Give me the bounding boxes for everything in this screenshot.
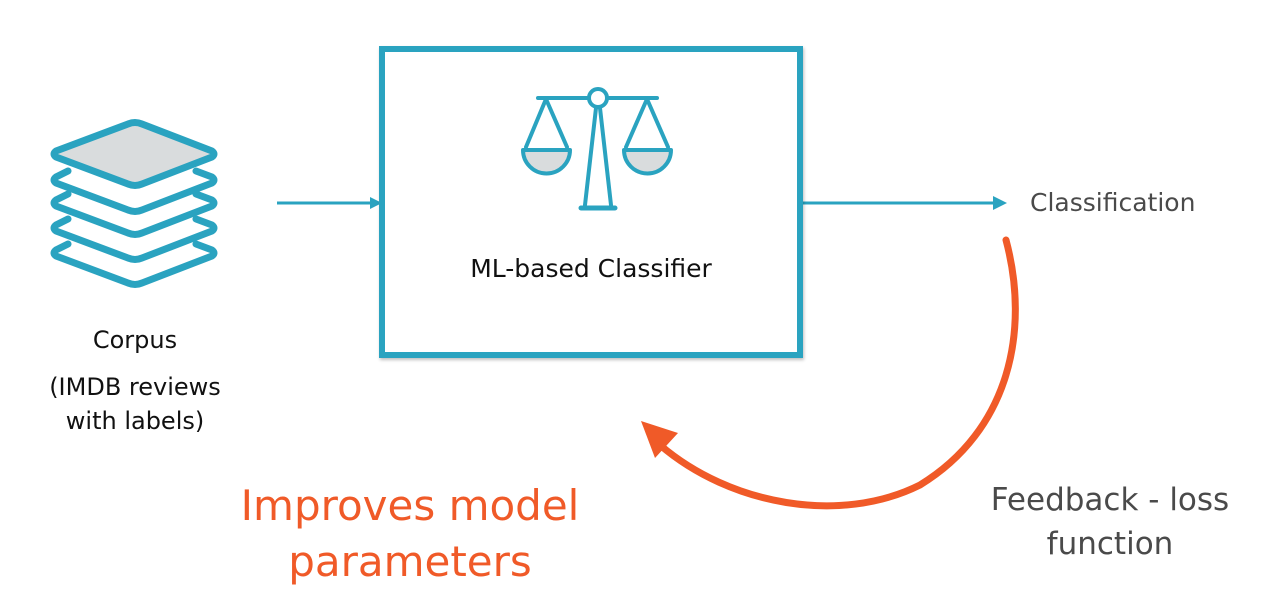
classification-label: Classification [1030,188,1196,217]
balance-scale-icon [521,87,673,211]
stacked-layers-icon [50,119,218,288]
output-arrow [803,196,1007,210]
classifier-label: ML-based Classifier [470,254,712,283]
classifier-box [379,46,803,358]
input-arrow [277,197,382,209]
feedback-label: Feedback - loss function [990,482,1230,562]
corpus-title: Corpus [92,326,178,354]
corpus-subtitle: (IMDB reviews with labels) [49,373,221,435]
feedback-arrow [641,236,1019,510]
improves-parameters-label: Improves model parameters [240,481,580,586]
